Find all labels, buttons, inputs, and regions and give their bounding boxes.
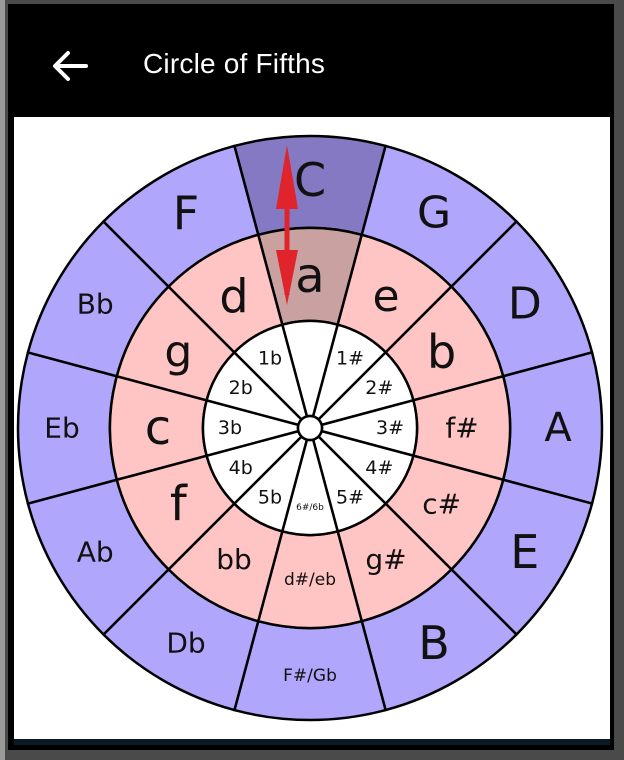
double-arrow-icon [276, 145, 298, 305]
minor-key-label: bb [216, 543, 252, 576]
key-segment-8[interactable]: Ab f 4b [26, 429, 304, 637]
major-key-label: G [417, 188, 451, 239]
key-signature-label: 1# [336, 348, 364, 370]
key-segment-11[interactable]: Fd 1b [101, 144, 309, 422]
key-segment-7[interactable]: Db bb 5b [101, 434, 309, 712]
major-key-label: E [510, 525, 539, 579]
minor-key-label: e [372, 271, 399, 322]
key-segment-5[interactable]: Bg# 5# [311, 434, 519, 712]
key-segment-6[interactable]: F#/Gb d#/eb 6#/6b [232, 438, 388, 722]
minor-key-label: b [427, 325, 456, 379]
key-signature-label: 5# [336, 486, 364, 508]
key-signature-label: 2# [365, 377, 393, 399]
key-signature-label: 2b [229, 377, 253, 399]
minor-key-label: d#/eb [284, 570, 336, 590]
major-key-label: C [294, 153, 326, 207]
minor-key-label: g# [365, 543, 406, 576]
minor-key-label: g [164, 327, 192, 378]
major-key-label: Db [166, 626, 205, 659]
minor-key-label: f# [445, 412, 478, 445]
major-key-label: A [544, 405, 572, 451]
device-frame [0, 0, 5, 760]
bottom-edge [14, 739, 610, 745]
major-key-label: D [508, 279, 542, 330]
key-segment-3[interactable]: Af# 3# [320, 350, 604, 506]
arrow-left-icon [53, 51, 88, 81]
circle-of-fifths-wheel[interactable]: Ca Ge 1# Db 2# Af# 3# Ec# 4# Bg# 5# F#/Gb d#/eb 6#/6b… [14, 117, 610, 739]
center-hub [296, 414, 324, 442]
minor-key-label: d [219, 269, 248, 323]
minor-key-label: c# [422, 488, 461, 521]
key-signature-label: 4b [229, 457, 253, 479]
key-signature-label: 1b [258, 348, 282, 370]
major-key-label: F#/Gb [283, 666, 337, 686]
key-segment-9[interactable]: Eb c 3b [16, 350, 300, 506]
major-key-label: B [418, 616, 450, 670]
major-key-label: Bb [77, 288, 114, 321]
minor-key-label: f [170, 476, 188, 532]
key-signature-label: 4# [365, 457, 393, 479]
key-segment-1[interactable]: Ge 1# [311, 144, 519, 422]
page-title: Circle of Fifths [143, 48, 326, 79]
back-button[interactable] [48, 44, 92, 88]
minor-key-label: a [295, 248, 324, 304]
key-signature-label: 6#/6b [296, 503, 324, 513]
key-signature-label: 3b [218, 417, 242, 439]
key-signature-label: 3# [376, 417, 404, 439]
minor-key-label: c [145, 400, 171, 456]
key-signature-label: 5b [258, 486, 282, 508]
major-key-label: F [173, 186, 199, 240]
major-key-label: Ab [77, 536, 114, 569]
major-key-label: Eb [44, 412, 79, 445]
app-bar: Circle of Fifths [8, 4, 614, 116]
